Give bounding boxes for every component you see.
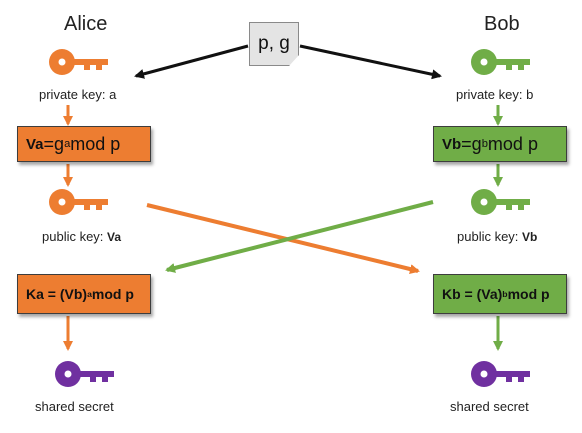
- arrow-bob-public-to-alice: [165, 200, 434, 273]
- bob-shared-formula-rest: mod p: [507, 286, 550, 302]
- alice-formula-exp: a: [64, 138, 71, 150]
- bob-formula-eq: =g: [461, 133, 482, 154]
- bob-public-key-var: Vb: [522, 230, 538, 244]
- alice-name: Alice: [64, 13, 108, 35]
- bob-public-key-label: public key: Vb: [457, 229, 537, 244]
- public-parameters-label: p, g: [258, 33, 290, 54]
- key-icon: [49, 49, 108, 75]
- arrow-alice-public-to-bob: [146, 203, 420, 274]
- bob-shared-formula-base: Kb = (Va): [442, 286, 503, 302]
- arrow-params-to-alice: [134, 44, 249, 79]
- bob-shared-formula-exp: b: [502, 289, 508, 299]
- alice-shared-formula-base: Ka = (Vb): [26, 286, 88, 302]
- key-icon: [471, 361, 530, 387]
- bob-formula-rest: mod p: [487, 133, 538, 154]
- alice-shared-secret-label: shared secret: [35, 399, 114, 414]
- alice-formula-rest: mod p: [70, 133, 121, 154]
- key-icon: [471, 189, 530, 215]
- bob-name: Bob: [484, 13, 520, 35]
- alice-private-key-label: private key: a: [39, 87, 117, 102]
- alice-formula-lhs: Va: [26, 135, 44, 153]
- alice-public-key-text: public key:: [42, 229, 108, 244]
- alice-public-key-label: public key: Va: [42, 229, 121, 244]
- bob-public-key-text: public key:: [457, 229, 523, 244]
- bob-shared-secret-label: shared secret: [450, 399, 529, 414]
- alice-public-key-var: Va: [107, 230, 122, 244]
- bob-formula-exp: b: [481, 138, 488, 150]
- alice-formula-eq: =g: [43, 133, 65, 154]
- key-icon: [471, 49, 530, 75]
- arrow-params-to-bob: [299, 44, 442, 80]
- alice-shared-formula-exp: a: [87, 289, 92, 299]
- key-icon: [55, 361, 114, 387]
- bob-private-key-label: private key: b: [456, 87, 534, 102]
- bob-formula-lhs: Vb: [442, 135, 462, 153]
- key-icon: [49, 189, 108, 215]
- public-parameters-note: p, g: [249, 22, 299, 66]
- alice-shared-formula-rest: mod p: [91, 286, 134, 302]
